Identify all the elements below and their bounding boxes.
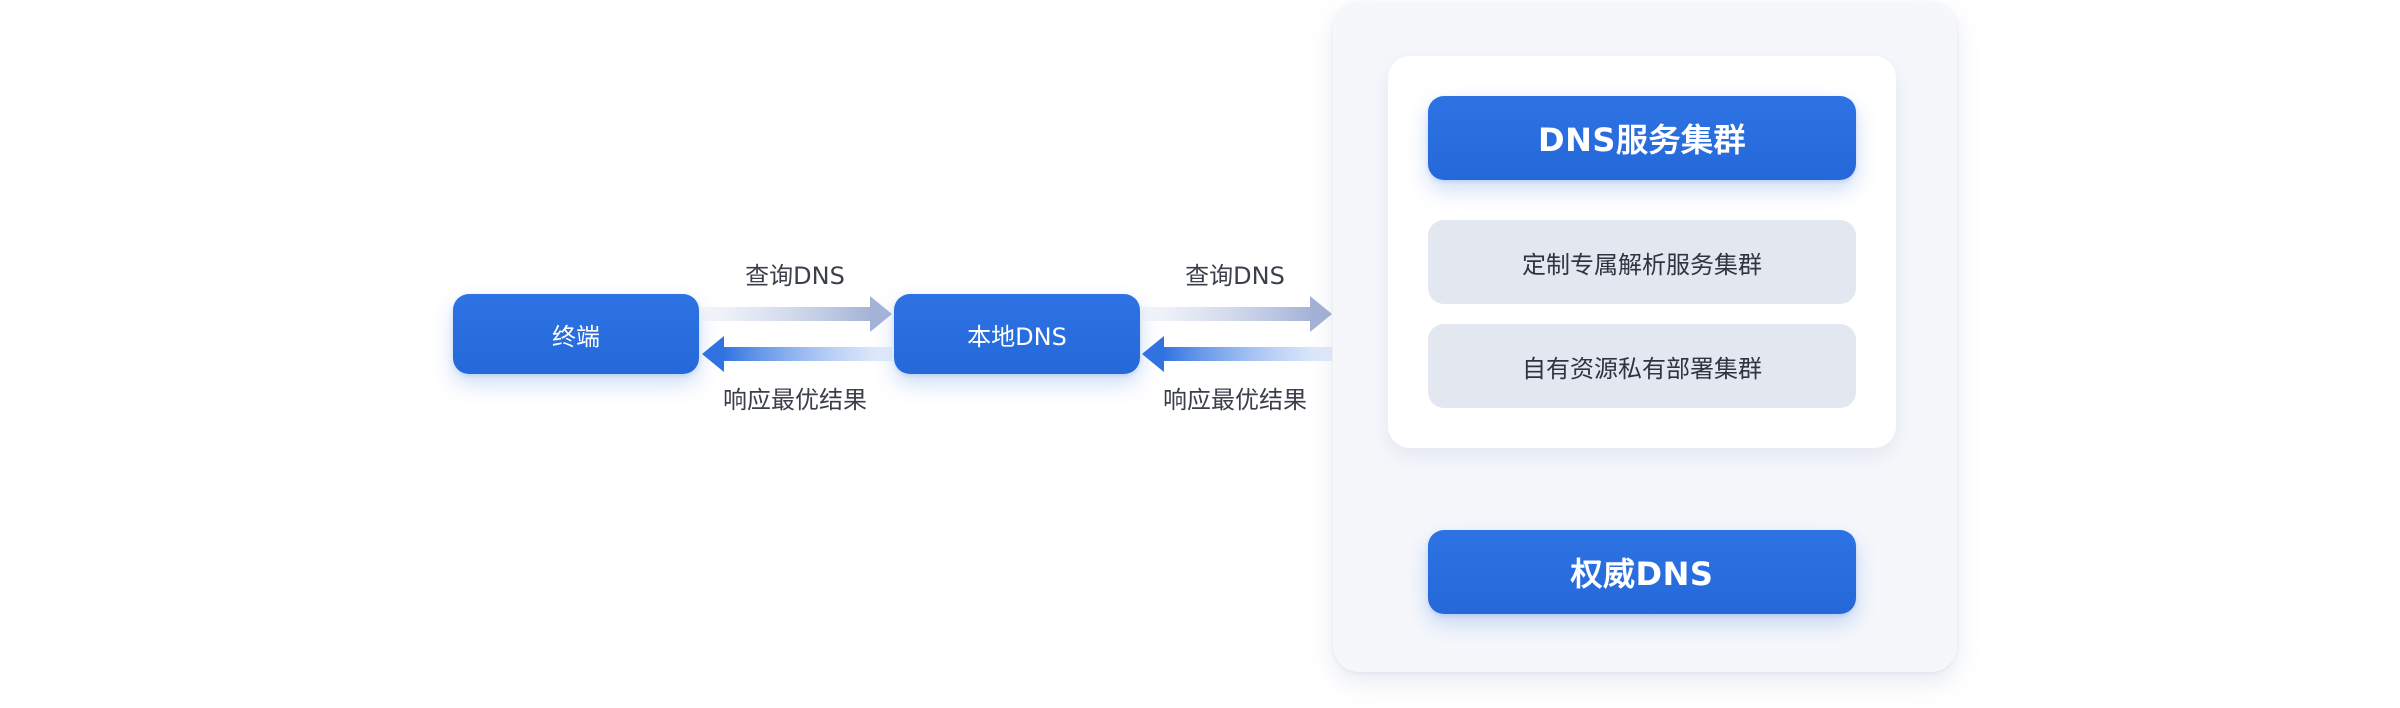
dns-cluster-node: DNS服务集群 (1428, 96, 1856, 180)
terminal-node: 终端 (453, 294, 699, 374)
cluster-item-label: 定制专属解析服务集群 (1522, 250, 1762, 279)
left-response-label: 响应最优结果 (723, 386, 867, 414)
dns-cluster-label: DNS服务集群 (1538, 121, 1746, 159)
right-response-label: 响应最优结果 (1163, 386, 1307, 414)
local-dns-label: 本地DNS (967, 322, 1067, 351)
left-query-label: 查询DNS (745, 262, 845, 290)
left-query-arrow (702, 296, 892, 332)
right-query-label: 查询DNS (1185, 262, 1285, 290)
right-query-arrow (1142, 296, 1332, 332)
left-response-arrow (702, 336, 892, 372)
terminal-label: 终端 (552, 322, 600, 351)
cluster-item-private: 自有资源私有部署集群 (1428, 324, 1856, 408)
cluster-item-label: 自有资源私有部署集群 (1522, 354, 1762, 383)
right-response-arrow (1142, 336, 1332, 372)
cluster-item-custom: 定制专属解析服务集群 (1428, 220, 1856, 304)
authoritative-dns-label: 权威DNS (1570, 555, 1714, 593)
local-dns-node: 本地DNS (894, 294, 1140, 374)
authoritative-dns-node: 权威DNS (1428, 530, 1856, 614)
